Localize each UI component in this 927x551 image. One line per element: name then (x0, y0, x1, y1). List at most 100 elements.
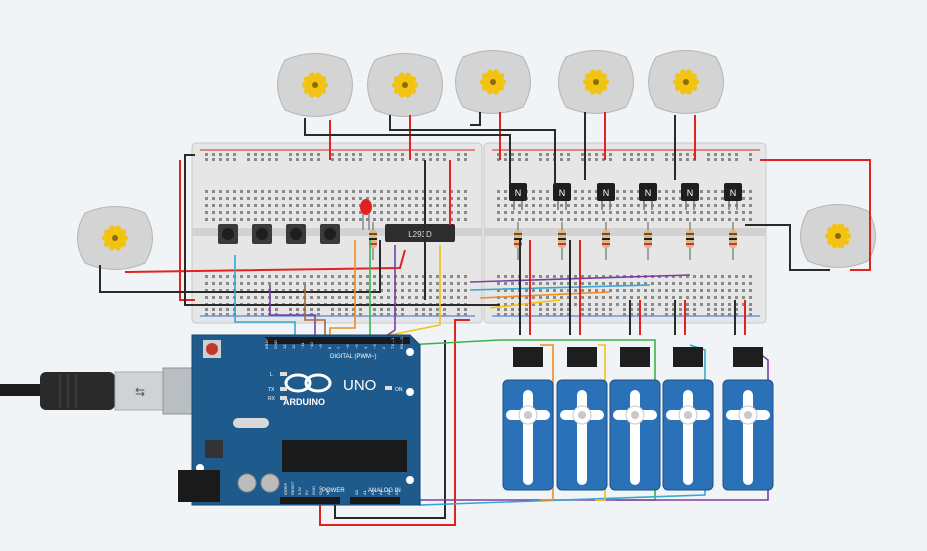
digital-pin-label: AREF (264, 338, 269, 349)
gear-icon (302, 72, 328, 98)
resistor[interactable] (686, 222, 694, 260)
digital-pin-label: ~9 (318, 344, 323, 349)
svg-text:⇆: ⇆ (135, 385, 145, 399)
servo-horn (743, 390, 753, 485)
transistor-label: N (645, 188, 652, 198)
transistor-label: N (515, 188, 522, 198)
power-pin-label: Vin (325, 489, 330, 495)
servo-horn (577, 390, 587, 485)
digital-pin-label: RX←0 (399, 336, 404, 349)
digital-pin-label: ~5 (354, 344, 359, 349)
digital-pin-label: 2 (381, 346, 386, 349)
digital-pin-label: 4 (363, 346, 368, 349)
arduino-logo-text: ARDUINO (283, 397, 325, 407)
transistor-label: N (730, 188, 737, 198)
dc-motor[interactable] (77, 206, 153, 270)
power-pin-label: RESET (290, 481, 295, 495)
transistor-label: N (687, 188, 694, 198)
dc-motor[interactable] (800, 204, 876, 268)
dc-motor[interactable] (277, 53, 353, 117)
analog-pin-label: A1 (362, 489, 367, 495)
push-button[interactable] (286, 224, 306, 244)
dc-motor[interactable] (648, 50, 724, 114)
push-button-group (218, 224, 340, 244)
npn-transistor[interactable]: N (553, 183, 571, 210)
transistor-body (681, 183, 699, 201)
analog-pin-label: A4 (386, 489, 391, 495)
red-led[interactable] (360, 199, 372, 230)
transistor-body (553, 183, 571, 201)
analog-header-label: ANALOG IN (368, 488, 401, 494)
dc-motor[interactable] (558, 50, 634, 114)
transistor-body (639, 183, 657, 201)
analog-pin-label: A0 (354, 489, 359, 495)
transistor-body (509, 183, 527, 201)
digital-pin-label: TX→1 (390, 337, 395, 349)
digital-pin-label: ~6 (345, 344, 350, 349)
resistor[interactable] (514, 222, 522, 260)
push-button-cap (290, 228, 302, 240)
resistor[interactable] (644, 222, 652, 260)
npn-transistor[interactable]: N (597, 183, 615, 210)
digital-pin-label: ~10 (309, 341, 314, 349)
led-label-rx: RX (268, 396, 276, 402)
motor-group (77, 50, 876, 270)
gear-icon (392, 72, 418, 98)
digital-pin-label: ~3 (372, 344, 377, 349)
push-button[interactable] (320, 224, 340, 244)
power-pin-label: GND (311, 486, 316, 495)
breadboard-right-holes (497, 153, 752, 316)
power-pin-label: 5V (304, 490, 309, 495)
led-label-l: L (270, 372, 273, 378)
resistor[interactable] (369, 222, 377, 260)
servo-motor[interactable] (722, 347, 774, 491)
breadboard-left-holes (205, 153, 467, 316)
dc-motor[interactable] (367, 53, 443, 117)
l293d-chip[interactable]: L293D (385, 224, 455, 242)
npn-transistor[interactable]: N (681, 183, 699, 210)
npn-transistor[interactable]: N (509, 183, 527, 210)
transistor-body (597, 183, 615, 201)
digital-pin-label: ~11 (300, 342, 305, 349)
led-label-tx: TX (268, 387, 275, 393)
servo-horn (523, 390, 533, 485)
transistor-label: N (603, 188, 610, 198)
resistor[interactable] (602, 222, 610, 260)
gear-icon (673, 69, 699, 95)
servo-group (502, 347, 774, 491)
power-pin-label: IOREF (283, 482, 288, 495)
servo-motor[interactable] (609, 347, 661, 491)
resistor-group (369, 222, 737, 260)
gear-icon (102, 225, 128, 251)
board-leds: L TX RX ON (268, 372, 403, 402)
servo-motor[interactable] (502, 347, 554, 491)
servo-motor[interactable] (556, 347, 608, 491)
power-pin-label: GND (318, 486, 323, 495)
digital-pin-label: GND (273, 340, 278, 349)
push-button-cap (256, 228, 268, 240)
analog-pin-label: A3 (378, 489, 383, 495)
npn-transistor[interactable]: N (639, 183, 657, 210)
dc-motor[interactable] (455, 50, 531, 114)
arduino-uno-board[interactable]: ARDUINO UNO DIGITAL (PWM~) POWER ANALOG … (178, 334, 421, 506)
digital-pin-label: 12 (291, 344, 296, 349)
resistor[interactable] (729, 222, 737, 260)
push-button[interactable] (252, 224, 272, 244)
power-pin-label: 3.3V (297, 486, 302, 495)
power-header-label: POWER (322, 488, 345, 494)
resistor[interactable] (558, 222, 566, 260)
servo-horn (630, 390, 640, 485)
servo-motor[interactable] (662, 347, 714, 491)
analog-pin-label: A2 (370, 489, 375, 495)
push-button-cap (324, 228, 336, 240)
gear-icon (480, 69, 506, 95)
npn-transistor[interactable]: N (724, 183, 742, 210)
usb-cable: ⇆ (0, 367, 196, 415)
servo-horn (683, 390, 693, 485)
push-button[interactable] (218, 224, 238, 244)
digital-pin-label: 13 (282, 344, 287, 349)
